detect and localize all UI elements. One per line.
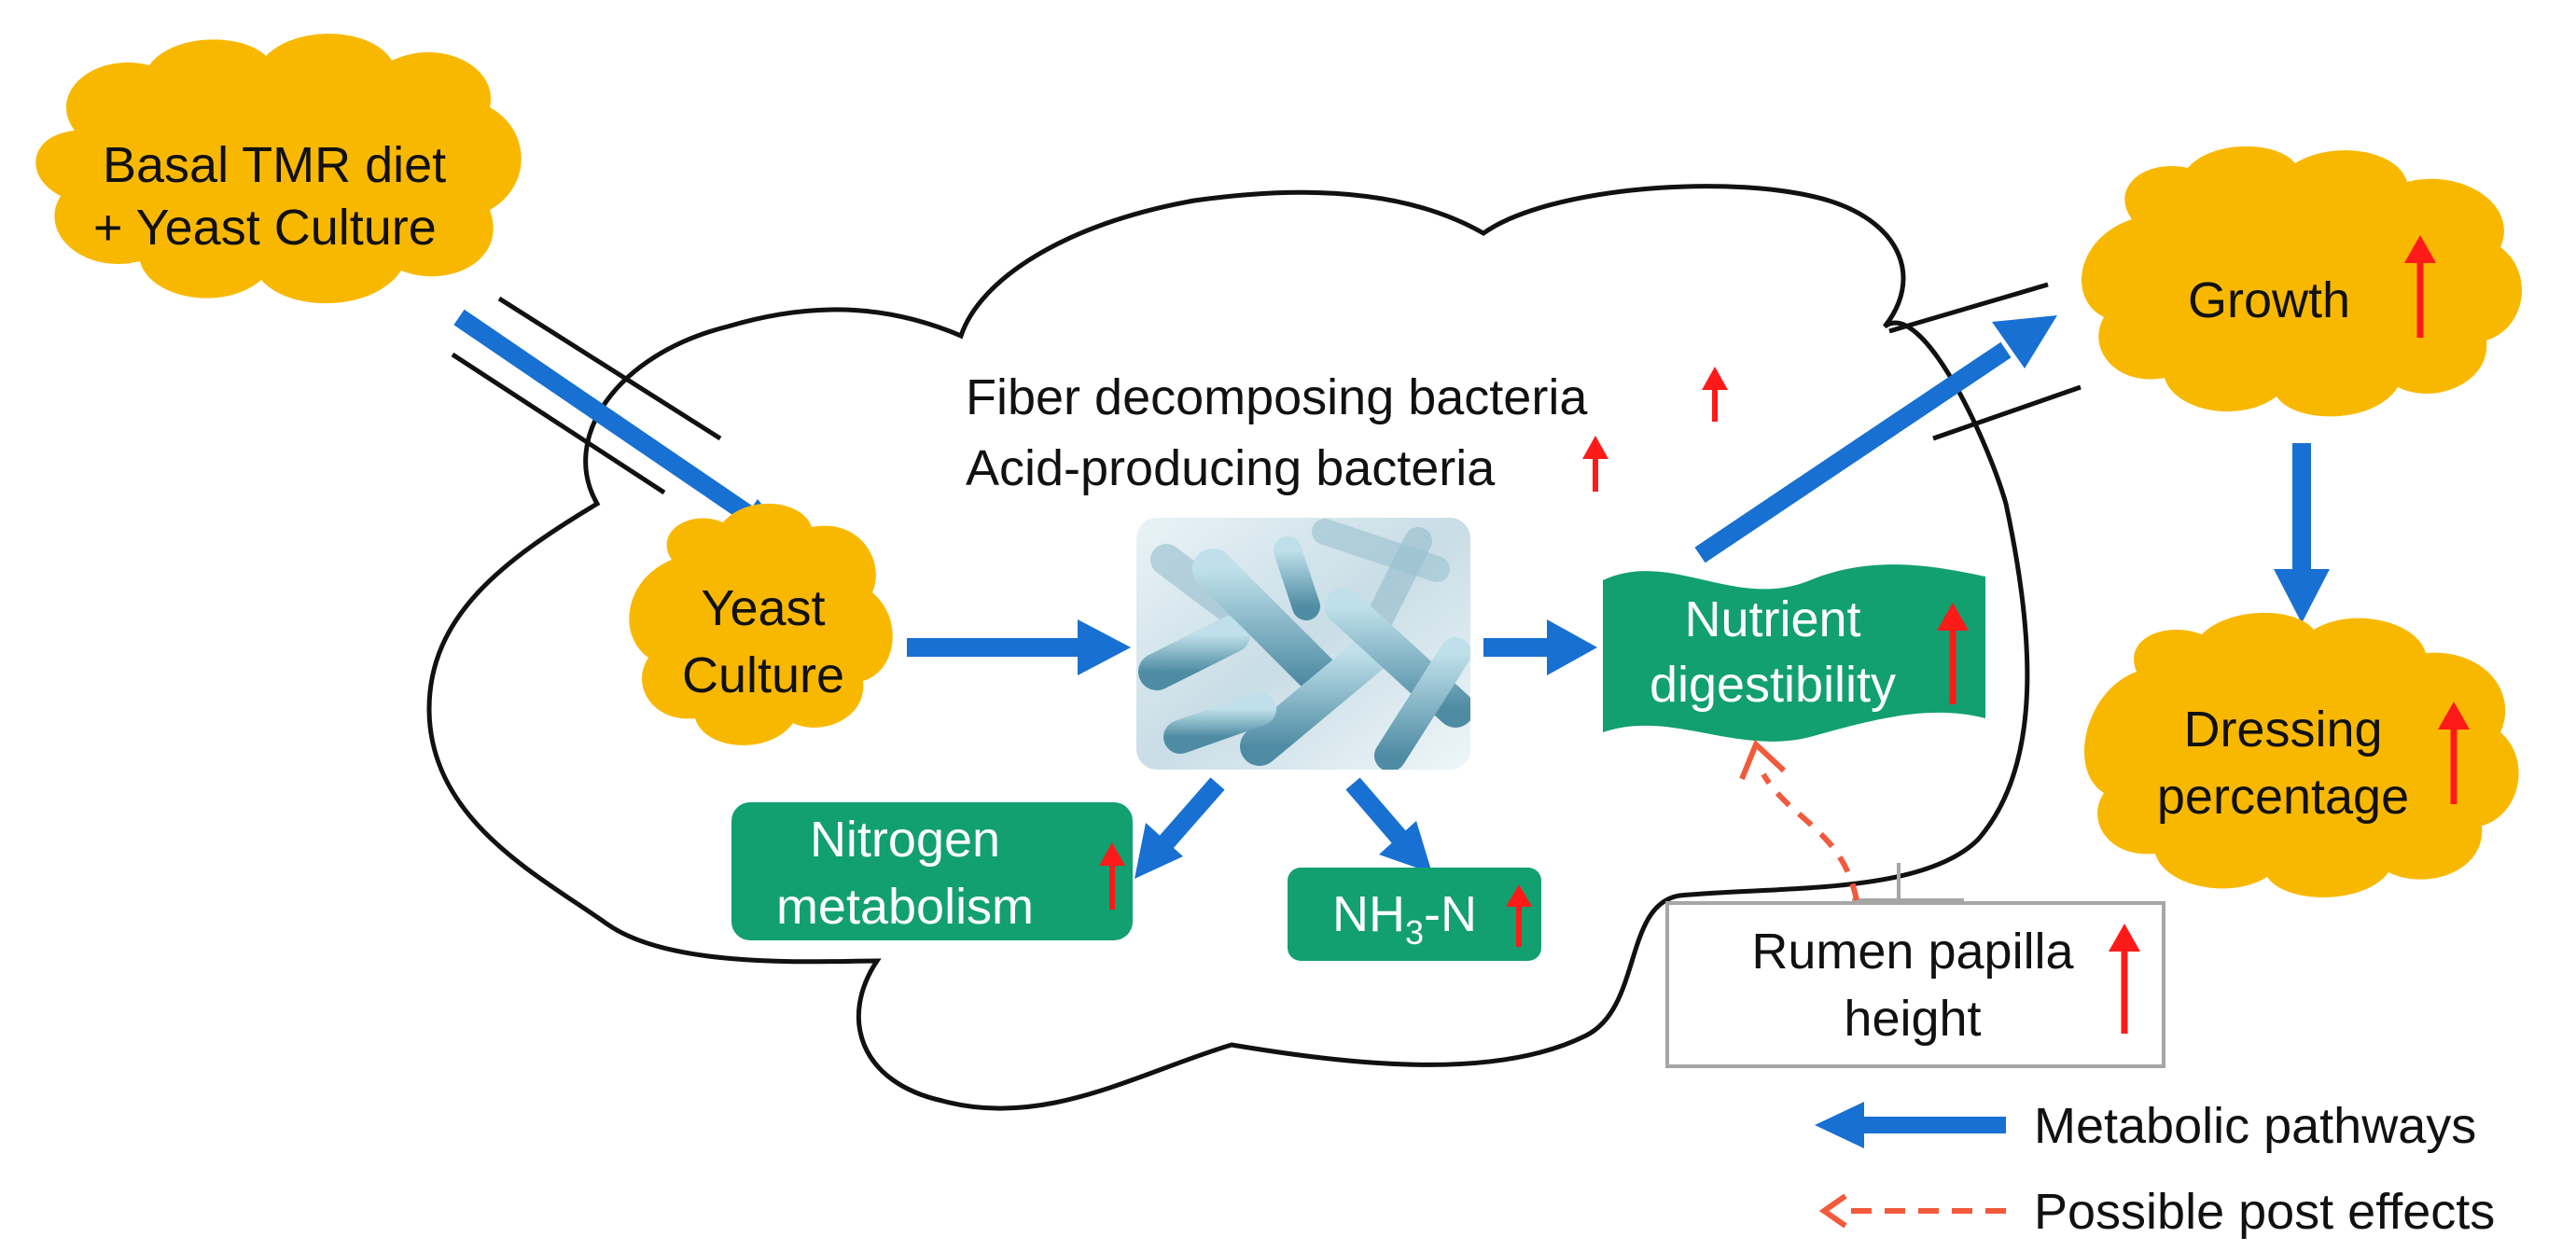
growth-label: Growth [2188,272,2350,328]
yeast-cloud [629,503,893,745]
arrow-bacteria-to-nh3-head [1379,821,1432,873]
acid-bacteria-label: Acid-producing bacteria [966,440,1496,496]
up-arrow-icon [1582,436,1608,492]
dashed-arrow-head [1739,739,1787,781]
bacteria-microscopy-image [1136,518,1470,770]
diet-label-line1: Basal TMR diet [103,137,446,193]
up-arrow-icon [2404,235,2436,338]
legend-possible-label: Possible post effects [2034,1184,2495,1240]
arrow-yeast-to-bacteria-head [1078,619,1131,675]
arrow-bacteria-to-nitrogen [1157,777,1225,851]
up-arrow-icon [1506,884,1532,947]
nitrogen-label-line1: Nitrogen [810,812,1000,868]
arrow-nutrient-to-growth [1694,341,2012,563]
arrow-diet-to-yeast [453,309,752,521]
arrow-bacteria-to-nutrient-head [1547,619,1597,675]
arrow-nutrient-to-growth-head [1992,315,2057,368]
nitrogen-box [731,802,1133,940]
yeast-label-line2: Culture [682,647,844,703]
entry-gap-line-bottom [451,352,666,495]
legend-metabolic-label: Metabolic pathways [2034,1098,2476,1154]
nh3-box [1288,868,1541,961]
up-arrow-icon [1099,842,1125,910]
legend-metabolic-arrow-head [1815,1102,1864,1148]
legend-possible-arrow-head [1818,1193,1847,1229]
fiber-bacteria-label: Fiber decomposing bacteria [966,369,1588,425]
papilla-label-line2: height [1844,991,1981,1047]
up-arrow-icon [1937,603,1969,704]
growth-cloud [2082,146,2522,417]
dressing-cloud [2083,612,2519,897]
dressing-label-line2: percentage [2157,769,2409,825]
papilla-label-line1: Rumen papilla [1751,924,2074,980]
legend: Metabolic pathways Possible post effects [1815,1098,2495,1240]
exit-gap-line-top [1888,282,2049,334]
exit-gap-line-bottom [1932,384,2082,441]
papilla-box [1665,901,2165,1068]
up-arrow-icon [2438,702,2470,804]
entry-gap-line-top [497,296,722,441]
nitrogen-label-line2: metabolism [776,879,1034,935]
nutrient-label-line2: digestibility [1650,657,1896,713]
nutrient-banner [1603,564,1985,742]
yeast-label-line1: Yeast [701,580,825,636]
arrow-bacteria-to-nitrogen-head [1135,823,1183,879]
up-arrow-icon [2109,924,2140,1034]
arrow-growth-to-dressing-head [2274,569,2330,623]
diet-label-line2: + Yeast Culture [93,200,437,256]
arrow-bacteria-to-nh3 [1345,777,1407,844]
nh3-label: NH3-N [1332,886,1477,952]
up-arrow-icon [1702,367,1728,422]
diet-cloud [35,34,522,304]
nutrient-label-line1: Nutrient [1684,591,1860,647]
dressing-label-line1: Dressing [2183,702,2382,758]
